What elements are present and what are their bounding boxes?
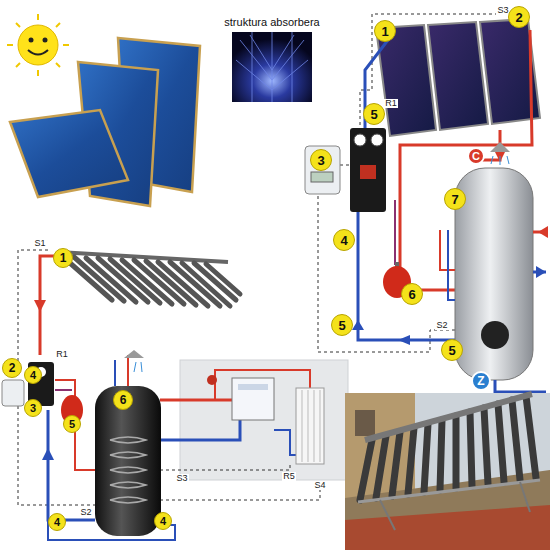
text-label: S2: [79, 508, 92, 517]
flat-collectors: [10, 38, 200, 206]
callout-number: 1: [374, 20, 396, 42]
callout-number: 5: [331, 314, 353, 336]
callout-number: C: [467, 147, 485, 165]
callout-number: 5: [363, 103, 385, 125]
text-label: R5: [282, 472, 296, 481]
text-label: R1: [384, 99, 398, 108]
callout-number: 7: [444, 188, 466, 210]
installation-photo: [345, 393, 550, 550]
callout-number: 4: [24, 366, 42, 384]
callout-number: 6: [113, 390, 133, 410]
text-label: struktura absorbera: [222, 17, 321, 28]
callout-number: 2: [2, 358, 22, 378]
callout-number: 4: [154, 512, 172, 530]
callout-number: 4: [333, 229, 355, 251]
callout-number: 4: [48, 513, 66, 531]
callout-number: 5: [63, 415, 81, 433]
callout-number: 3: [310, 149, 332, 171]
bottom-left-system: [2, 250, 348, 540]
text-label: S4: [313, 481, 326, 490]
text-label: R1: [55, 350, 69, 359]
text-label: S2: [435, 321, 448, 330]
callout-number: 3: [24, 399, 42, 417]
text-label: S3: [175, 474, 188, 483]
callout-number: Z: [471, 371, 491, 391]
callout-number: 2: [508, 6, 530, 28]
top-right-system: [305, 14, 548, 392]
absorber-photo: [232, 32, 312, 102]
callout-number: 5: [441, 339, 463, 361]
callout-number: 1: [53, 248, 73, 268]
sun-icon: [7, 14, 69, 76]
text-label: S1: [33, 239, 46, 248]
callout-number: 6: [401, 283, 423, 305]
